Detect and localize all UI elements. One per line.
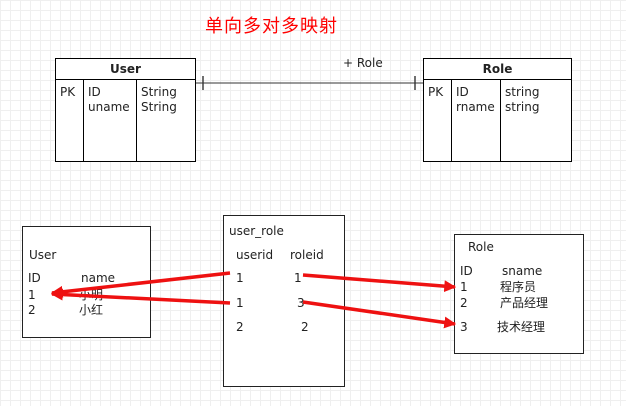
role-table-cell: 产品经理 (500, 296, 549, 310)
user-role-header-userid: userid (236, 248, 274, 262)
relation-label: + Role (343, 56, 383, 70)
role-table-cell: 1 (460, 280, 468, 294)
user-role-cell: 1 (294, 271, 302, 285)
user-entity-type: String (141, 100, 177, 114)
user-table-header-id: ID (28, 271, 41, 285)
user-entity[interactable]: User PK ID uname String String (55, 58, 196, 162)
user-entity-type: String (141, 85, 177, 99)
role-table-cell: 技术经理 (497, 320, 546, 334)
arrow-roleid-to-role (302, 273, 457, 293)
role-table-cell: 3 (460, 320, 468, 334)
user-table-cell: 2 (28, 303, 36, 317)
role-table-box[interactable] (454, 234, 584, 354)
role-table-header-id: ID (460, 264, 473, 278)
role-table-header-sname: sname (502, 264, 543, 278)
user-role-cell: 1 (236, 296, 244, 310)
user-table-title: User (29, 248, 57, 262)
user-role-cell: 3 (297, 296, 305, 310)
user-entity-field: ID (88, 85, 101, 99)
user-entity-name: User (56, 59, 195, 80)
user-table-box[interactable] (22, 226, 151, 338)
role-table-title: Role (468, 240, 494, 254)
user-entity-field-column: ID uname (83, 80, 136, 161)
user-role-cell: 2 (301, 320, 309, 334)
role-table-cell: 程序员 (500, 280, 537, 294)
role-table-cell: 2 (460, 296, 468, 310)
role-entity-field: ID (456, 85, 469, 99)
role-entity-type: string (505, 100, 540, 114)
role-entity-type: string (505, 85, 540, 99)
user-role-cell: 1 (236, 271, 244, 285)
user-role-cell: 2 (236, 320, 244, 334)
er-relation-line (196, 76, 423, 90)
role-entity-name: Role (424, 59, 571, 80)
user-table-cell: 1 (28, 288, 36, 302)
user-entity-type-column: String String (136, 80, 195, 161)
user-table-cell: 小红 (79, 303, 104, 317)
arrow-roleid-to-role (302, 300, 457, 329)
diagram-title: 单向多对多映射 (205, 16, 338, 37)
role-entity[interactable]: Role PK ID rname string string (423, 58, 572, 162)
user-role-table-box[interactable] (223, 215, 345, 387)
user-entity-key-column: PK (56, 80, 83, 161)
user-entity-field: uname (88, 100, 130, 114)
role-entity-key-column: PK (424, 80, 451, 161)
role-entity-type-column: string string (500, 80, 571, 161)
arrow-userid-to-user (50, 271, 231, 298)
role-entity-field-column: ID rname (451, 80, 500, 161)
user-role-header-roleid: roleid (290, 248, 324, 262)
user-role-table-title: user_role (229, 224, 284, 238)
user-entity-pk: PK (60, 85, 76, 99)
user-table-header-name: name (81, 271, 116, 285)
arrow-userid-to-user (50, 288, 231, 305)
role-entity-pk: PK (428, 85, 444, 99)
role-entity-field: rname (456, 100, 495, 114)
